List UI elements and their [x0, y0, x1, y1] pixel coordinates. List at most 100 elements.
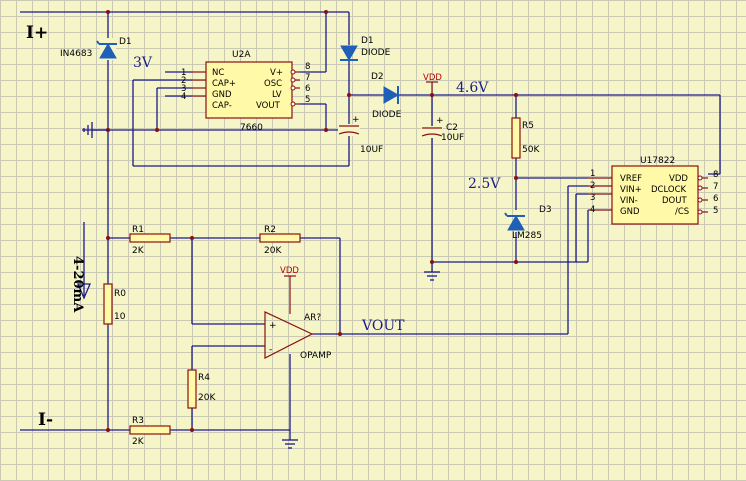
resistor-r4: R4 20K: [187, 369, 216, 409]
ic-body: [205, 61, 293, 119]
u2a-pin-num: 7: [305, 73, 310, 83]
zener-triangle: [99, 42, 117, 59]
junction: [324, 10, 328, 14]
resistor-body: [103, 283, 113, 325]
diode-triangle: [340, 45, 358, 62]
cap-plate-curved: [421, 133, 443, 137]
junction: [106, 428, 110, 432]
vdd-label: VDD: [423, 73, 442, 83]
u1-right-pins: 8 7 6 5 VDD DCLOCK DOUT /CS: [651, 170, 718, 217]
diode-d2: D2 DIODE: [371, 72, 402, 120]
junction: [106, 10, 110, 14]
u2a-pin-name: VOUT: [256, 101, 281, 111]
r2-value: 20K: [264, 246, 282, 256]
u2a-pin-name: CAP-: [212, 101, 232, 111]
u1-left-pins: 1 2 3 4 VREF VIN+ VIN- GND: [588, 169, 642, 217]
current-label: 4-20mA: [70, 256, 85, 313]
junction: [514, 176, 518, 180]
junction: [430, 260, 434, 264]
u1-pin-num: 2: [590, 181, 595, 191]
zener-d1: D1 IN4683: [60, 37, 132, 60]
ground-symbol-opamp: [282, 439, 298, 449]
u2a-pin-num: 1: [181, 68, 186, 78]
d2-part: DIODE: [372, 110, 402, 120]
resistor-r5: R5 50K: [511, 117, 540, 159]
r5-ref: R5: [522, 121, 534, 131]
zener-bar-tip: [96, 40, 100, 45]
u2a-pin-num: 8: [305, 62, 310, 72]
c2-value: 10UF: [441, 133, 464, 143]
u1-pin-num: 1: [590, 169, 595, 179]
reference-d3: D3 LM285: [504, 205, 552, 241]
capacitor-c1: + 10UF: [338, 115, 383, 155]
u1-pin-num: 4: [590, 205, 595, 215]
ground-symbol-c2: [424, 271, 440, 281]
resistor-r2: R2 20K: [259, 225, 301, 256]
ic-u1: U17822 1 2 3 4 VREF VIN+ VIN- GND 8 7 6 …: [588, 156, 718, 225]
voltage-vout: VOUT: [361, 318, 405, 334]
c2-plus: +: [436, 116, 444, 126]
u1-pin-num: 6: [713, 194, 718, 204]
u1-pin-name: DOUT: [662, 196, 687, 206]
d1-zener-ref: D1: [119, 37, 132, 47]
u2a-pin-name: CAP+: [212, 79, 236, 89]
u1-pin-num: 8: [713, 170, 718, 180]
d1-diode-ref: D1: [361, 36, 374, 46]
u2a-pin-name: GND: [212, 90, 232, 100]
u2a-pin-name: NC: [212, 68, 224, 78]
junctions: [106, 10, 518, 432]
r0-ref: R0: [114, 289, 126, 299]
u2a-ref: U2A: [232, 50, 251, 60]
u2a-pin-num: 4: [181, 92, 186, 102]
d2-ref: D2: [371, 72, 384, 82]
cap-plate-curved: [338, 131, 360, 135]
u1-pin-num: 5: [713, 206, 718, 216]
u1-pin-num: 3: [590, 193, 595, 203]
junction: [514, 93, 518, 97]
u2a-pin-num: 3: [181, 84, 186, 94]
resistor-r0: R0 10: [103, 283, 126, 325]
u2a-right-pins: 8 7 6 5 V+ OSC LV VOUT: [256, 62, 310, 111]
u1-pin-name: VIN+: [620, 185, 642, 195]
junction: [190, 236, 194, 240]
opamp-ref: AR?: [304, 313, 321, 323]
ic-body: [611, 165, 699, 225]
u1-pin-name: VDD: [669, 174, 688, 184]
u2a-pin-num: 2: [181, 76, 186, 86]
vdd-flag-c2: VDD: [423, 73, 442, 95]
u2a-left-pins: 1 2 3 4 NC CAP+ GND CAP-: [181, 68, 236, 111]
voltage-4-6v: 4.6V: [456, 80, 489, 96]
resistor-r3: R3 2K: [129, 416, 171, 447]
diode-triangle: [383, 86, 400, 104]
u1-pin-name: GND: [620, 207, 640, 217]
opamp-ar: + - AR? OPAMP: [264, 311, 332, 361]
opamp-minus: -: [269, 345, 272, 355]
u2a-pin-name: V+: [270, 68, 283, 78]
opamp-plus: +: [269, 321, 277, 331]
r5-value: 50K: [522, 145, 540, 155]
junction: [514, 260, 518, 264]
junction: [155, 128, 159, 132]
d3-ref: D3: [539, 205, 552, 215]
resistor-body: [129, 425, 171, 435]
u1-pin-num: 7: [713, 182, 718, 192]
c1-value: 10UF: [360, 145, 383, 155]
junction: [338, 332, 342, 336]
ic-u2a: U2A 7660 1 2 3 4 NC CAP+ GND CAP- 8 7 6 …: [181, 50, 310, 133]
resistor-body: [129, 233, 171, 243]
u2a-part: 7660: [240, 123, 263, 133]
junction: [324, 128, 328, 132]
r4-value: 20K: [198, 393, 216, 403]
resistor-body: [187, 369, 197, 409]
vdd-flag-opamp: VDD: [280, 266, 299, 277]
r3-value: 2K: [132, 437, 145, 447]
opamp-triangle: [264, 311, 314, 359]
d3-part: LM285: [512, 231, 542, 241]
junction: [190, 428, 194, 432]
current-arrow: [77, 222, 91, 300]
ref-triangle: [507, 214, 525, 231]
terminal-i-plus: I+: [26, 23, 48, 43]
r4-ref: R4: [198, 373, 210, 383]
u1-ref: U17822: [640, 156, 675, 166]
